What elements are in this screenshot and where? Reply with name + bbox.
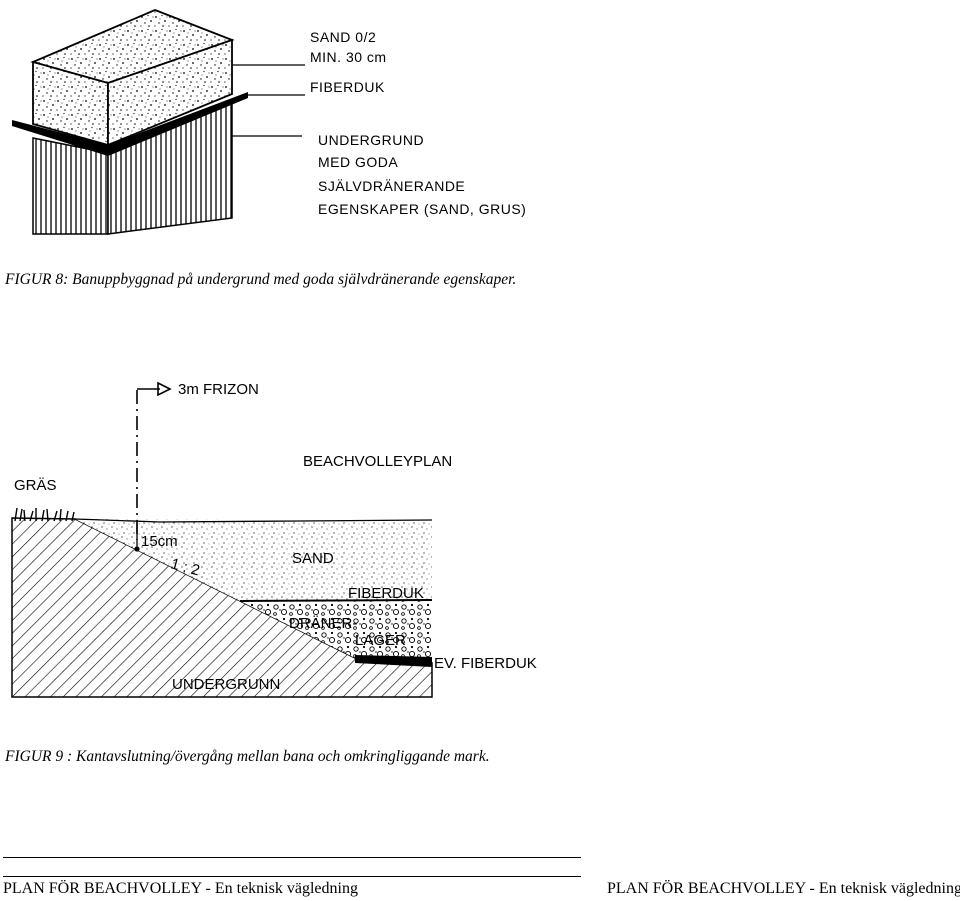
figure-8-caption: FIGUR 8: Banuppbyggnad på undergrund med…	[5, 271, 517, 288]
label-min-depth: MIN. 30 cm	[310, 49, 387, 65]
label-lager: LAGER	[355, 632, 406, 649]
figure-9-caption: FIGUR 9 : Kantavslutning/övergång mellan…	[5, 748, 490, 765]
label-fiberduk: FIBERDUK	[348, 585, 424, 602]
label-frizon: 3m FRIZON	[178, 381, 259, 398]
label-gras: GRÄS	[14, 477, 57, 494]
label-ev-fiberduk: EV. FIBERDUK	[434, 655, 537, 672]
label-sand: SAND 0/2	[310, 29, 376, 45]
label-undergrunn: UNDERGRUNN	[172, 676, 280, 693]
grass-tufts	[14, 507, 75, 522]
label-undergrund-4: EGENSKAPER (SAND, GRUS)	[318, 201, 526, 217]
label-depth: 15cm	[141, 533, 178, 550]
label-undergrund-2: MED GODA	[318, 154, 398, 170]
footer-title-left: PLAN FÖR BEACHVOLLEY - En teknisk vägled…	[3, 880, 358, 897]
label-slope: 1 : 2	[169, 555, 202, 579]
drain-layer	[240, 599, 432, 663]
figure-9-cross-section: 3m FRIZON BEACHVOLLEYPLAN GRÄS 15cm 1 : …	[11, 381, 537, 698]
label-undergrund-1: UNDERGRUND	[318, 132, 424, 148]
footer-rule-1	[3, 857, 581, 858]
sand-layer	[75, 519, 432, 601]
fiberduk-line	[239, 599, 433, 602]
label-fiberduk: FIBERDUK	[310, 79, 385, 95]
ev-fiberduk-band	[355, 655, 432, 667]
label-undergrund-3: SJÄLVDRÄNERANDE	[318, 178, 465, 194]
footer-title-right: PLAN FÖR BEACHVOLLEY - En teknisk vägled…	[607, 880, 960, 897]
sand-side	[107, 38, 233, 147]
label-sand: SAND	[292, 550, 334, 567]
footer-rule-2	[3, 876, 581, 877]
label-beachvolleyplan: BEACHVOLLEYPLAN	[303, 453, 452, 470]
figure-8-block-diagram: SAND 0/2 MIN. 30 cm FIBERDUK UNDERGRUND …	[12, 9, 526, 235]
label-draner: DRÄNER-	[289, 615, 357, 632]
frizon-arrow-icon	[157, 381, 172, 397]
fiberduk-layer	[12, 92, 248, 156]
